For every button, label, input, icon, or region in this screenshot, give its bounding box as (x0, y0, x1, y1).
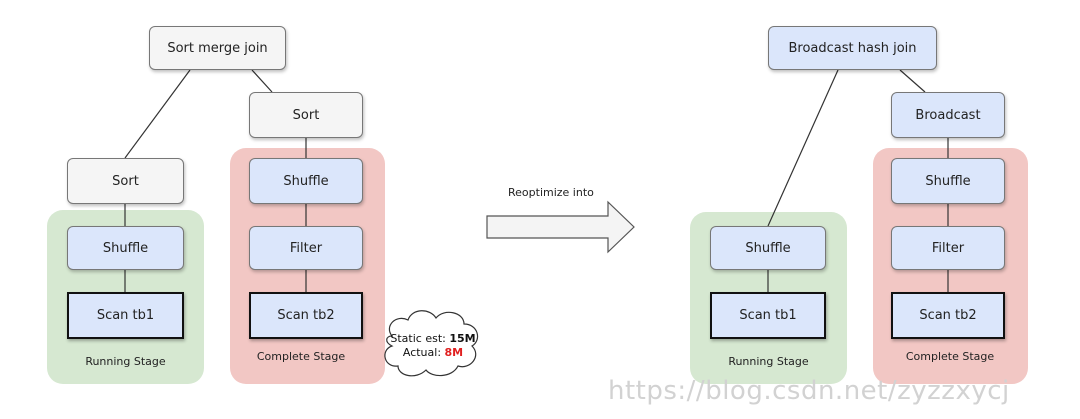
static-est-label: Static est: (390, 332, 446, 345)
scan-tb2-node-left: Scan tb2 (249, 292, 363, 339)
shuffle-node-right-tree-right: Shuffle (891, 158, 1005, 204)
sort-node-right: Sort (249, 92, 363, 138)
estimate-cloud-text: Static est: 15M Actual: 8M (386, 332, 480, 360)
running-stage-label-left: Running Stage (85, 355, 166, 368)
broadcast-hash-join-node: Broadcast hash join (768, 26, 937, 70)
filter-node: Filter (249, 226, 363, 270)
actual-value: 8M (444, 346, 464, 359)
static-est-value: 15M (449, 332, 476, 345)
broadcast-node: Broadcast (891, 92, 1005, 138)
shuffle-node-right-tree-left: Shuffle (710, 226, 826, 270)
estimate-cloud (384, 310, 479, 377)
scan-tb1-node-right: Scan tb1 (710, 292, 826, 339)
scan-tb1-node-left: Scan tb1 (67, 292, 184, 339)
reoptimize-arrow (486, 200, 635, 254)
sort-node-left: Sort (67, 158, 184, 204)
shuffle-node-left: Shuffle (67, 226, 184, 270)
watermark-text: https://blog.csdn.net/zyzzxycj (608, 376, 1010, 406)
shuffle-node-right: Shuffle (249, 158, 363, 204)
reoptimize-label: Reoptimize into (508, 186, 594, 199)
actual-label: Actual: (402, 346, 442, 359)
running-stage-label-right: Running Stage (728, 355, 809, 368)
scan-tb2-node-right: Scan tb2 (891, 292, 1005, 339)
complete-stage-label-right: Complete Stage (905, 350, 995, 363)
filter-node-right: Filter (891, 226, 1005, 270)
complete-stage-label-left: Complete Stage (256, 350, 346, 363)
sort-merge-join-node: Sort merge join (149, 26, 286, 70)
